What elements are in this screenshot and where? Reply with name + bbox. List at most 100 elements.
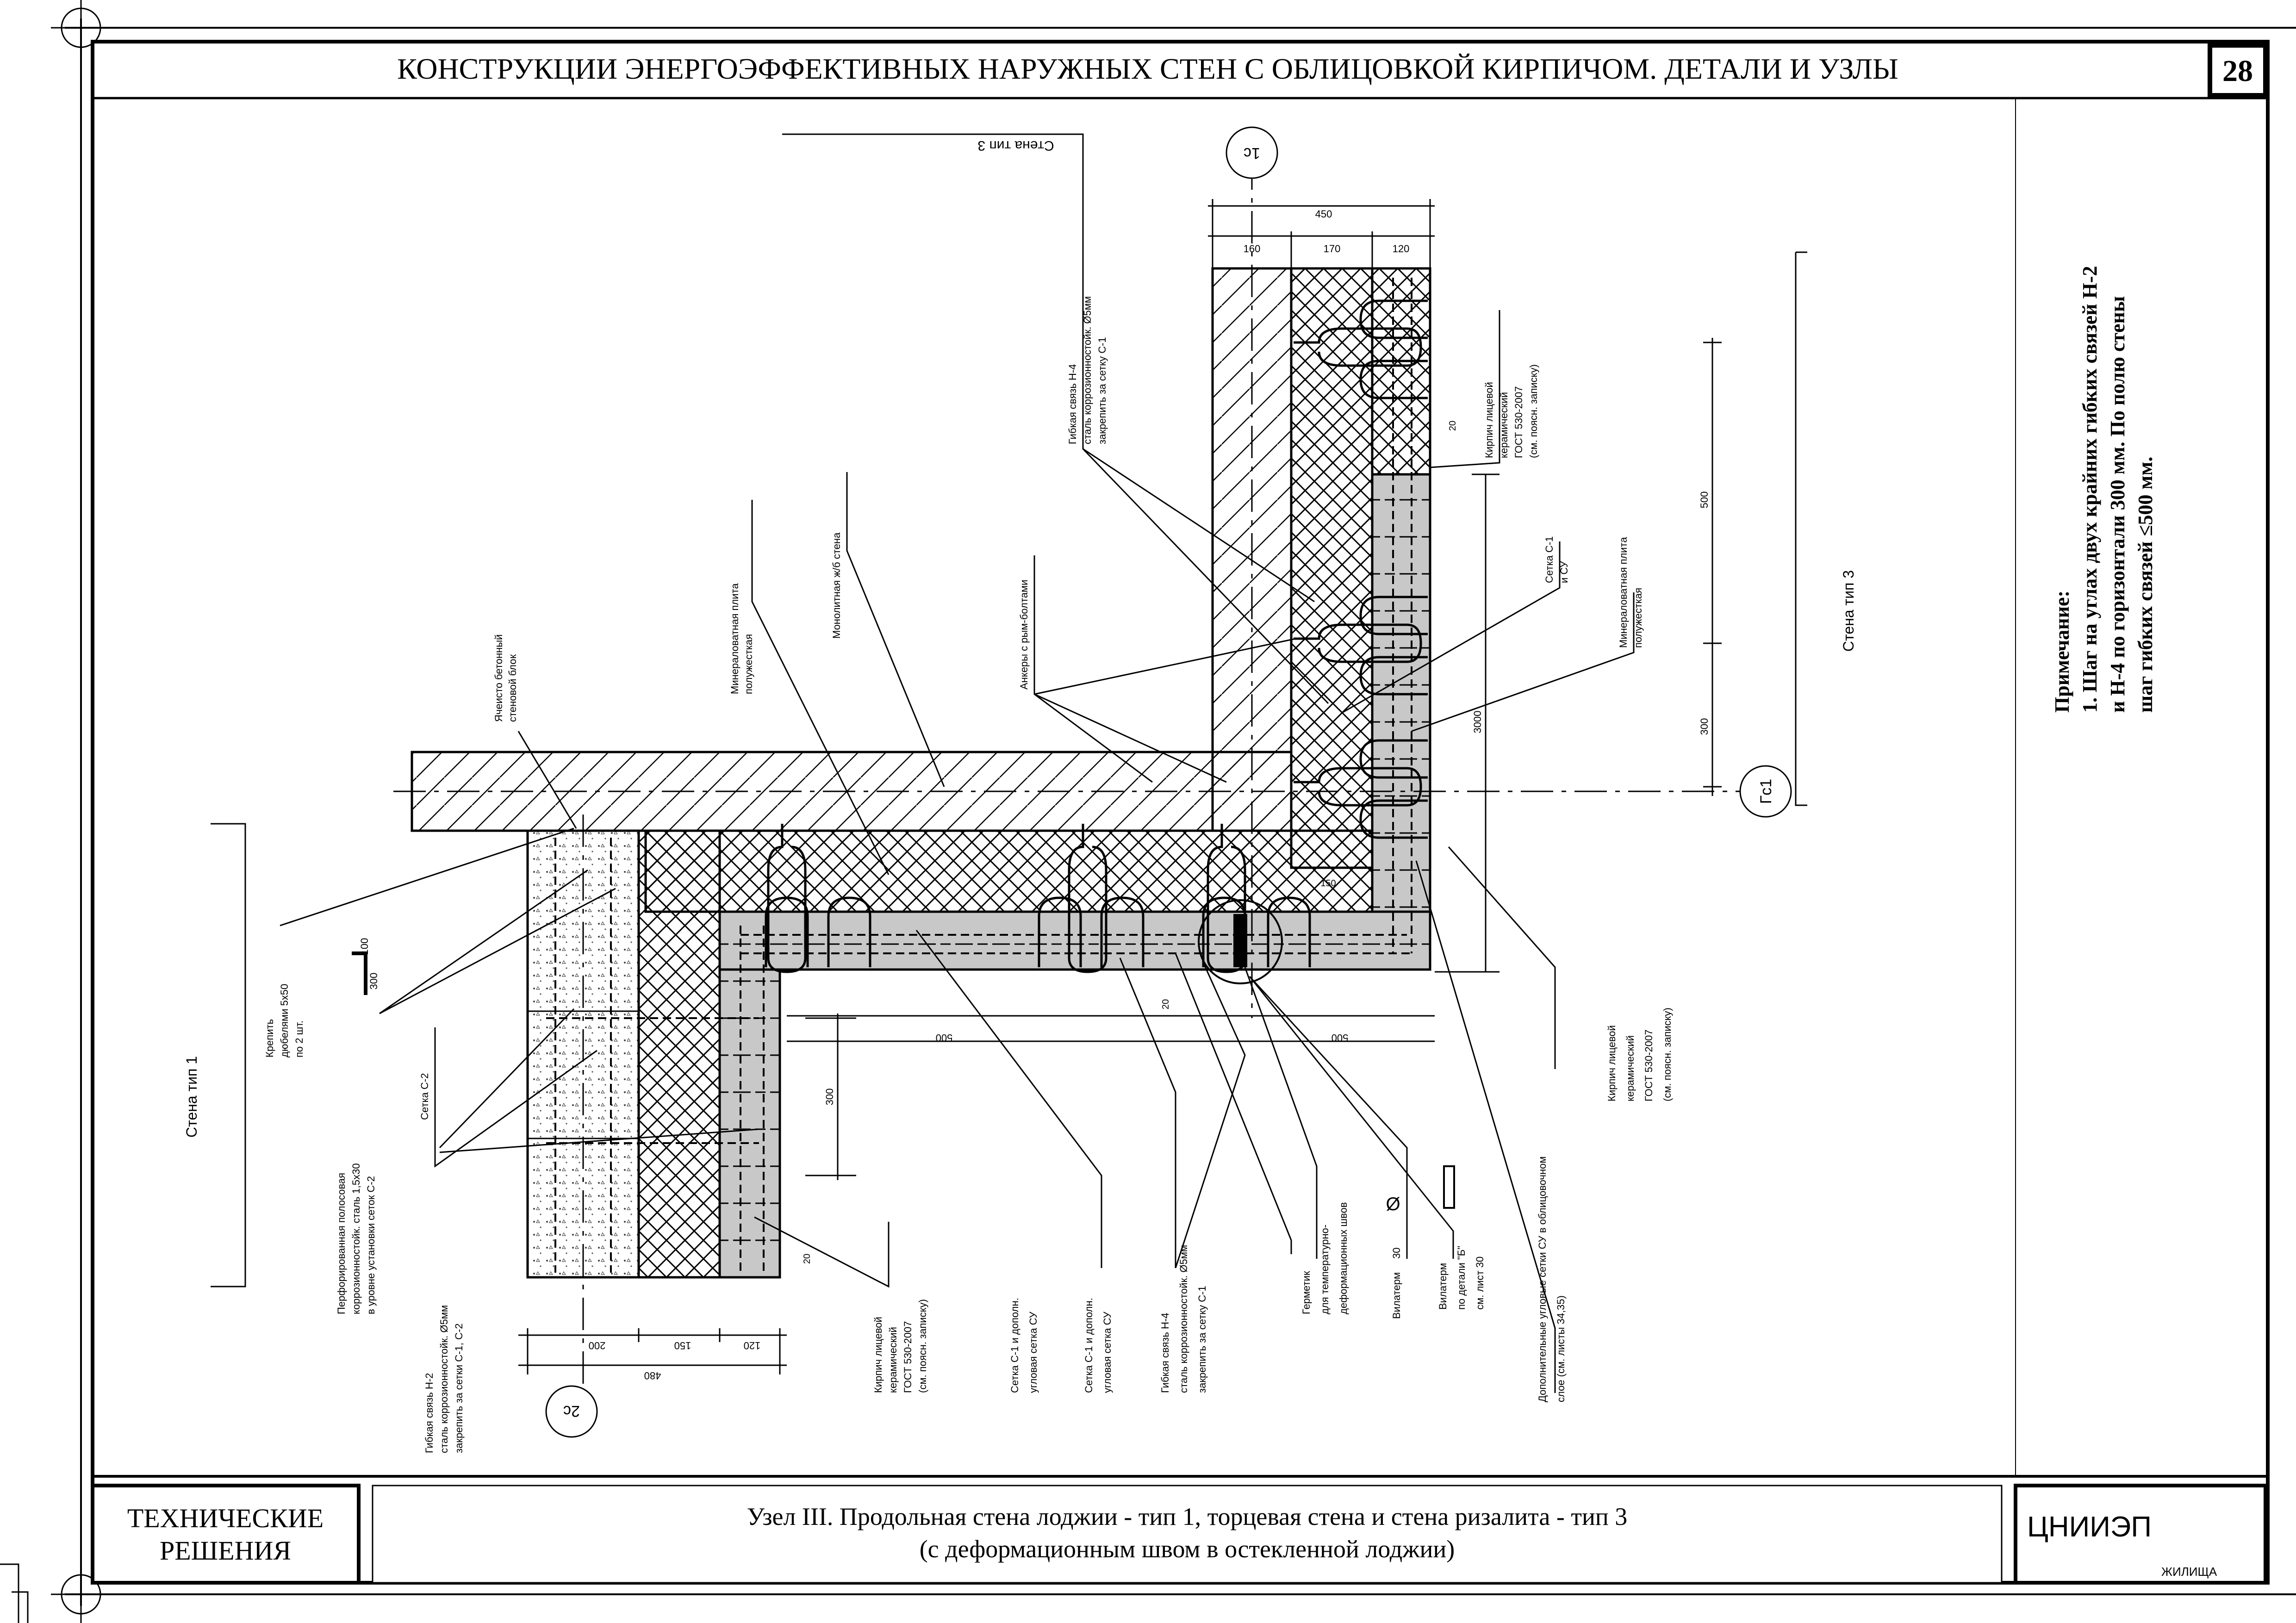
dim-right-500: 500 xyxy=(1699,491,1710,509)
dim-top-c: 120 xyxy=(1393,243,1410,255)
title-block-org-box xyxy=(2014,1484,2267,1585)
callout-extra-grid: Дополнительные угловые сетки СУ в облицо… xyxy=(1537,1157,1567,1402)
callout-text: Крепить xyxy=(264,1019,275,1057)
callout-grid-c1-top: Сетка С-1 и СУ xyxy=(1543,536,1570,583)
callout-text: Кирпич лицевой xyxy=(1483,382,1495,458)
callout-text: керамический xyxy=(1624,1035,1636,1101)
deformation-joint xyxy=(1198,899,1283,984)
wall-type-3-right-label: Стена тип 3 xyxy=(1840,570,1857,652)
callout-text: Вилатерм xyxy=(1437,1263,1449,1310)
callout-text: стеновой блок xyxy=(507,654,518,722)
wall-type-1-label: Стена тип 1 xyxy=(183,1056,200,1138)
note-block: Примечание: 1. Шаг на углах двух крайних… xyxy=(2051,266,2157,713)
detail-drawing: 1с 2с Гс1 Стена тип 3 Стена тип 3 Стена … xyxy=(183,126,1857,1453)
callout-text: Сетка С-1 и дополн. xyxy=(1083,1298,1095,1393)
callout-text: (см. поясн. записку) xyxy=(1661,1007,1673,1101)
callout-text: дюбелями 5х50 xyxy=(279,984,290,1057)
callout-mineral-right: Минераловатная плита полужесткая xyxy=(1618,537,1644,648)
dim-mid-500b: 500 xyxy=(1332,1032,1349,1044)
callout-sealant: Герметик для температурно- деформационны… xyxy=(1300,1202,1349,1314)
brick-right-upper xyxy=(1371,267,1431,476)
callout-text: Гибкая связь Н-4 xyxy=(1159,1313,1171,1393)
callout-text: закрепить за сетки С-1, С-2 xyxy=(453,1324,465,1453)
dim-bot-200: 200 xyxy=(589,1340,606,1351)
wall-type-brackets xyxy=(211,133,1807,1287)
callout-brick-right-bottom: Кирпич лицевой керамический ГОСТ 530-200… xyxy=(1606,1007,1673,1101)
callout-flex-h4-bottom: Гибкая связь Н-4 сталь коррозионностойк.… xyxy=(1159,1245,1208,1393)
org-sub: ЖИЛИЩА xyxy=(2161,1565,2217,1579)
callout-text: по 2 шт. xyxy=(293,1020,305,1057)
flexible-ties-vertical xyxy=(1294,299,1428,839)
wall-type-3-top-label: Стена тип 3 xyxy=(977,138,1054,153)
title-block-center-line2: (с деформационным швом в остекленной лод… xyxy=(920,1535,1455,1563)
callout-text: Кирпич лицевой xyxy=(1606,1025,1618,1101)
callout-text: Вилатерм xyxy=(1391,1272,1402,1319)
diameter-symbol: Ø xyxy=(1386,1194,1400,1214)
dim-mid-20c: 20 xyxy=(802,1254,812,1264)
callout-monolith: Монолитная ж/б стена xyxy=(831,532,842,639)
callout-text: (см. поясн. записку) xyxy=(1528,364,1539,458)
callout-mineral-top: Минераловатная плита полужесткая xyxy=(729,583,754,694)
sheet-number: 28 xyxy=(2222,54,2253,88)
dim-bot-150: 150 xyxy=(674,1340,691,1351)
dim-top-b: 170 xyxy=(1324,243,1341,255)
callout-text: 30 xyxy=(1391,1248,1402,1259)
callout-text: слое (см. листы 34,35) xyxy=(1555,1295,1567,1402)
callout-text: угловая сетка СУ xyxy=(1101,1311,1113,1393)
callout-text: Минераловатная плита xyxy=(1618,537,1629,648)
callout-text: коррозионностойк. сталь 1,5х30 xyxy=(350,1163,362,1314)
callout-brick-top: Кирпич лицевой керамический ГОСТ 530-200… xyxy=(1483,364,1539,458)
note-heading: Примечание: xyxy=(2051,591,2073,713)
callout-text: Гибкая связь Н-4 xyxy=(1067,364,1078,444)
callout-text: Ячеисто бетонный xyxy=(493,634,504,722)
axis-marker-1c: 1с xyxy=(1226,126,1278,179)
callout-text: Сетка С-1 и дополн. xyxy=(1009,1298,1020,1393)
note-line-3: шаг гибких связей ≤500 мм. xyxy=(2134,457,2157,713)
insulation-horizontal xyxy=(644,829,1374,913)
callout-fasten: Крепить дюбелями 5х50 по 2 шт. xyxy=(264,984,305,1057)
dim-top-a: 160 xyxy=(1244,243,1261,255)
title-block-center-box xyxy=(372,1485,2003,1584)
callout-text: (см. поясн. записку) xyxy=(917,1299,928,1393)
callout-text: по детали "Б" xyxy=(1456,1246,1467,1310)
callout-grid-c1-extra: Сетка С-1 и дополн. угловая сетка СУ xyxy=(1083,1298,1113,1393)
fastener-symbol xyxy=(352,951,367,995)
dim-mid-500a: 500 xyxy=(936,1032,953,1044)
axis-lines xyxy=(393,157,1740,1388)
title-block: ТЕХНИЧЕСКИЕ РЕШЕНИЯ Узел III. Продольная… xyxy=(91,1484,2267,1585)
callout-text: Дополнительные угловые сетки СУ в облицо… xyxy=(1537,1157,1548,1402)
callout-text: керамический xyxy=(887,1327,899,1393)
dim-mid-20a: 20 xyxy=(1161,999,1171,1009)
callout-vilaterm30: Вилатерм 30 xyxy=(1391,1248,1402,1319)
callout-brick-bottom: Кирпич лицевой керамический ГОСТ 530-200… xyxy=(872,1299,928,1393)
callout-text: см. лист 30 xyxy=(1474,1256,1486,1310)
dim-right-3000: 3000 xyxy=(1472,711,1483,734)
note-line-2: и Н-4 по горизонтали 300 мм. По полю сте… xyxy=(2106,296,2129,713)
flexible-ties-horizontal xyxy=(765,824,1311,973)
callout-text: ГОСТ 530-2007 xyxy=(1513,386,1524,458)
callout-text: в уровне установки сеток С-2 xyxy=(365,1176,377,1314)
dim-mid-20b: 20 xyxy=(1448,421,1458,431)
dim-top-total: 450 xyxy=(1315,208,1332,220)
dim-bot-120: 120 xyxy=(744,1340,761,1351)
callout-text: для температурно- xyxy=(1319,1225,1331,1314)
dim-mid-300: 300 xyxy=(824,1088,835,1106)
vilaterm-symbol xyxy=(1443,1165,1455,1209)
axis-label-gc1: Гс1 xyxy=(1757,779,1775,804)
axis-label-2c: 2с xyxy=(563,1402,580,1420)
sheet-number-box: 28 xyxy=(2208,43,2268,98)
callout-text: Кирпич лицевой xyxy=(872,1317,884,1393)
title-block-left-box xyxy=(91,1484,361,1585)
callout-text: Перфорированная полосовая xyxy=(336,1173,347,1314)
callout-text: керамический xyxy=(1498,392,1510,458)
callout-text: закрепить за сетку С-1 xyxy=(1096,337,1108,444)
callout-perforated: Перфорированная полосовая коррозионносто… xyxy=(336,1163,377,1314)
title-block-left-line1: ТЕХНИЧЕСКИЕ xyxy=(127,1503,324,1533)
callout-text: Герметик xyxy=(1300,1271,1312,1314)
dim-mid-150: 150 xyxy=(1320,878,1336,889)
callout-text: Сетка С-2 xyxy=(419,1073,430,1120)
note-line-1: 1. Шаг на углах двух крайних гибких связ… xyxy=(2078,266,2101,713)
dim-left-300: 300 xyxy=(368,973,380,990)
dimension-lines xyxy=(518,199,1722,1374)
